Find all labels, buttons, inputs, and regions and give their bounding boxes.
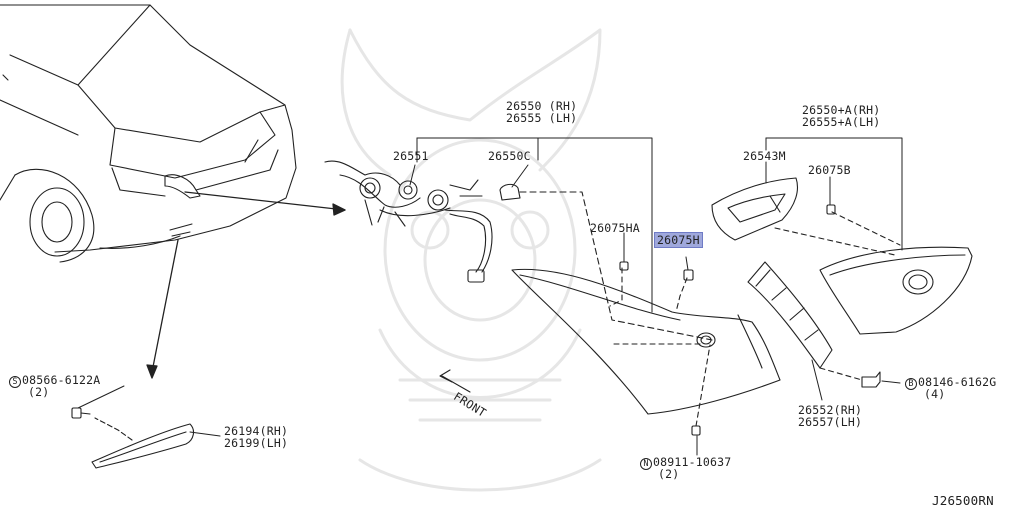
screw-part-number: 08566-6122A bbox=[22, 373, 101, 387]
wiring-harness bbox=[324, 160, 493, 283]
label-tail-lamp-a-rh: 26550+A(RH) bbox=[802, 103, 881, 117]
tail-lamp-lens bbox=[511, 268, 781, 415]
label-reflex-lh: 26199(LH) bbox=[224, 436, 289, 450]
label-tail-lamp-a-lh: 26555+A(LH) bbox=[802, 115, 881, 129]
label-harness: 26551 bbox=[393, 149, 429, 163]
label-tail-lamp-rh: 26550 (RH) bbox=[506, 99, 578, 113]
label-nut-qty: (2) bbox=[658, 467, 680, 481]
label-screw-qty: (2) bbox=[28, 385, 50, 399]
fasteners bbox=[71, 204, 881, 436]
label-nut-h[interactable]: 26075H bbox=[654, 232, 703, 248]
label-gasket: 26543M bbox=[743, 149, 786, 163]
label-finisher-rh: 26552(RH) bbox=[798, 403, 863, 417]
finisher-garnish bbox=[747, 261, 833, 369]
label-reflex-rh: 26194(RH) bbox=[224, 424, 289, 438]
gasket bbox=[711, 177, 799, 241]
label-nut-b: 26075B bbox=[808, 163, 851, 177]
diagram-code: J26500RN bbox=[932, 493, 994, 508]
label-bulb: 26550C bbox=[488, 149, 531, 163]
leader-lines bbox=[77, 137, 903, 456]
label-nut-ha: 26075HA bbox=[590, 221, 640, 235]
front-arrow bbox=[439, 369, 471, 393]
outer-tail-lamp bbox=[819, 246, 973, 335]
car-rear-illustration bbox=[0, 4, 297, 263]
bulb-socket bbox=[499, 183, 713, 341]
label-finisher-lh: 26557(LH) bbox=[798, 415, 863, 429]
watermark bbox=[340, 28, 602, 492]
dashed-guides bbox=[609, 211, 901, 427]
label-tail-lamp-lh: 26555 (LH) bbox=[506, 111, 578, 125]
side-reflector bbox=[91, 417, 195, 469]
nut-symbol: N bbox=[640, 458, 652, 470]
pointer-arrows bbox=[146, 191, 346, 379]
nut-part-number: 08911-10637 bbox=[653, 455, 732, 469]
bolt-symbol: B bbox=[905, 378, 917, 390]
screw-symbol: S bbox=[9, 376, 21, 388]
label-bolt-qty: (4) bbox=[924, 387, 946, 401]
bolt-part-number: 08146-6162G bbox=[918, 375, 997, 389]
